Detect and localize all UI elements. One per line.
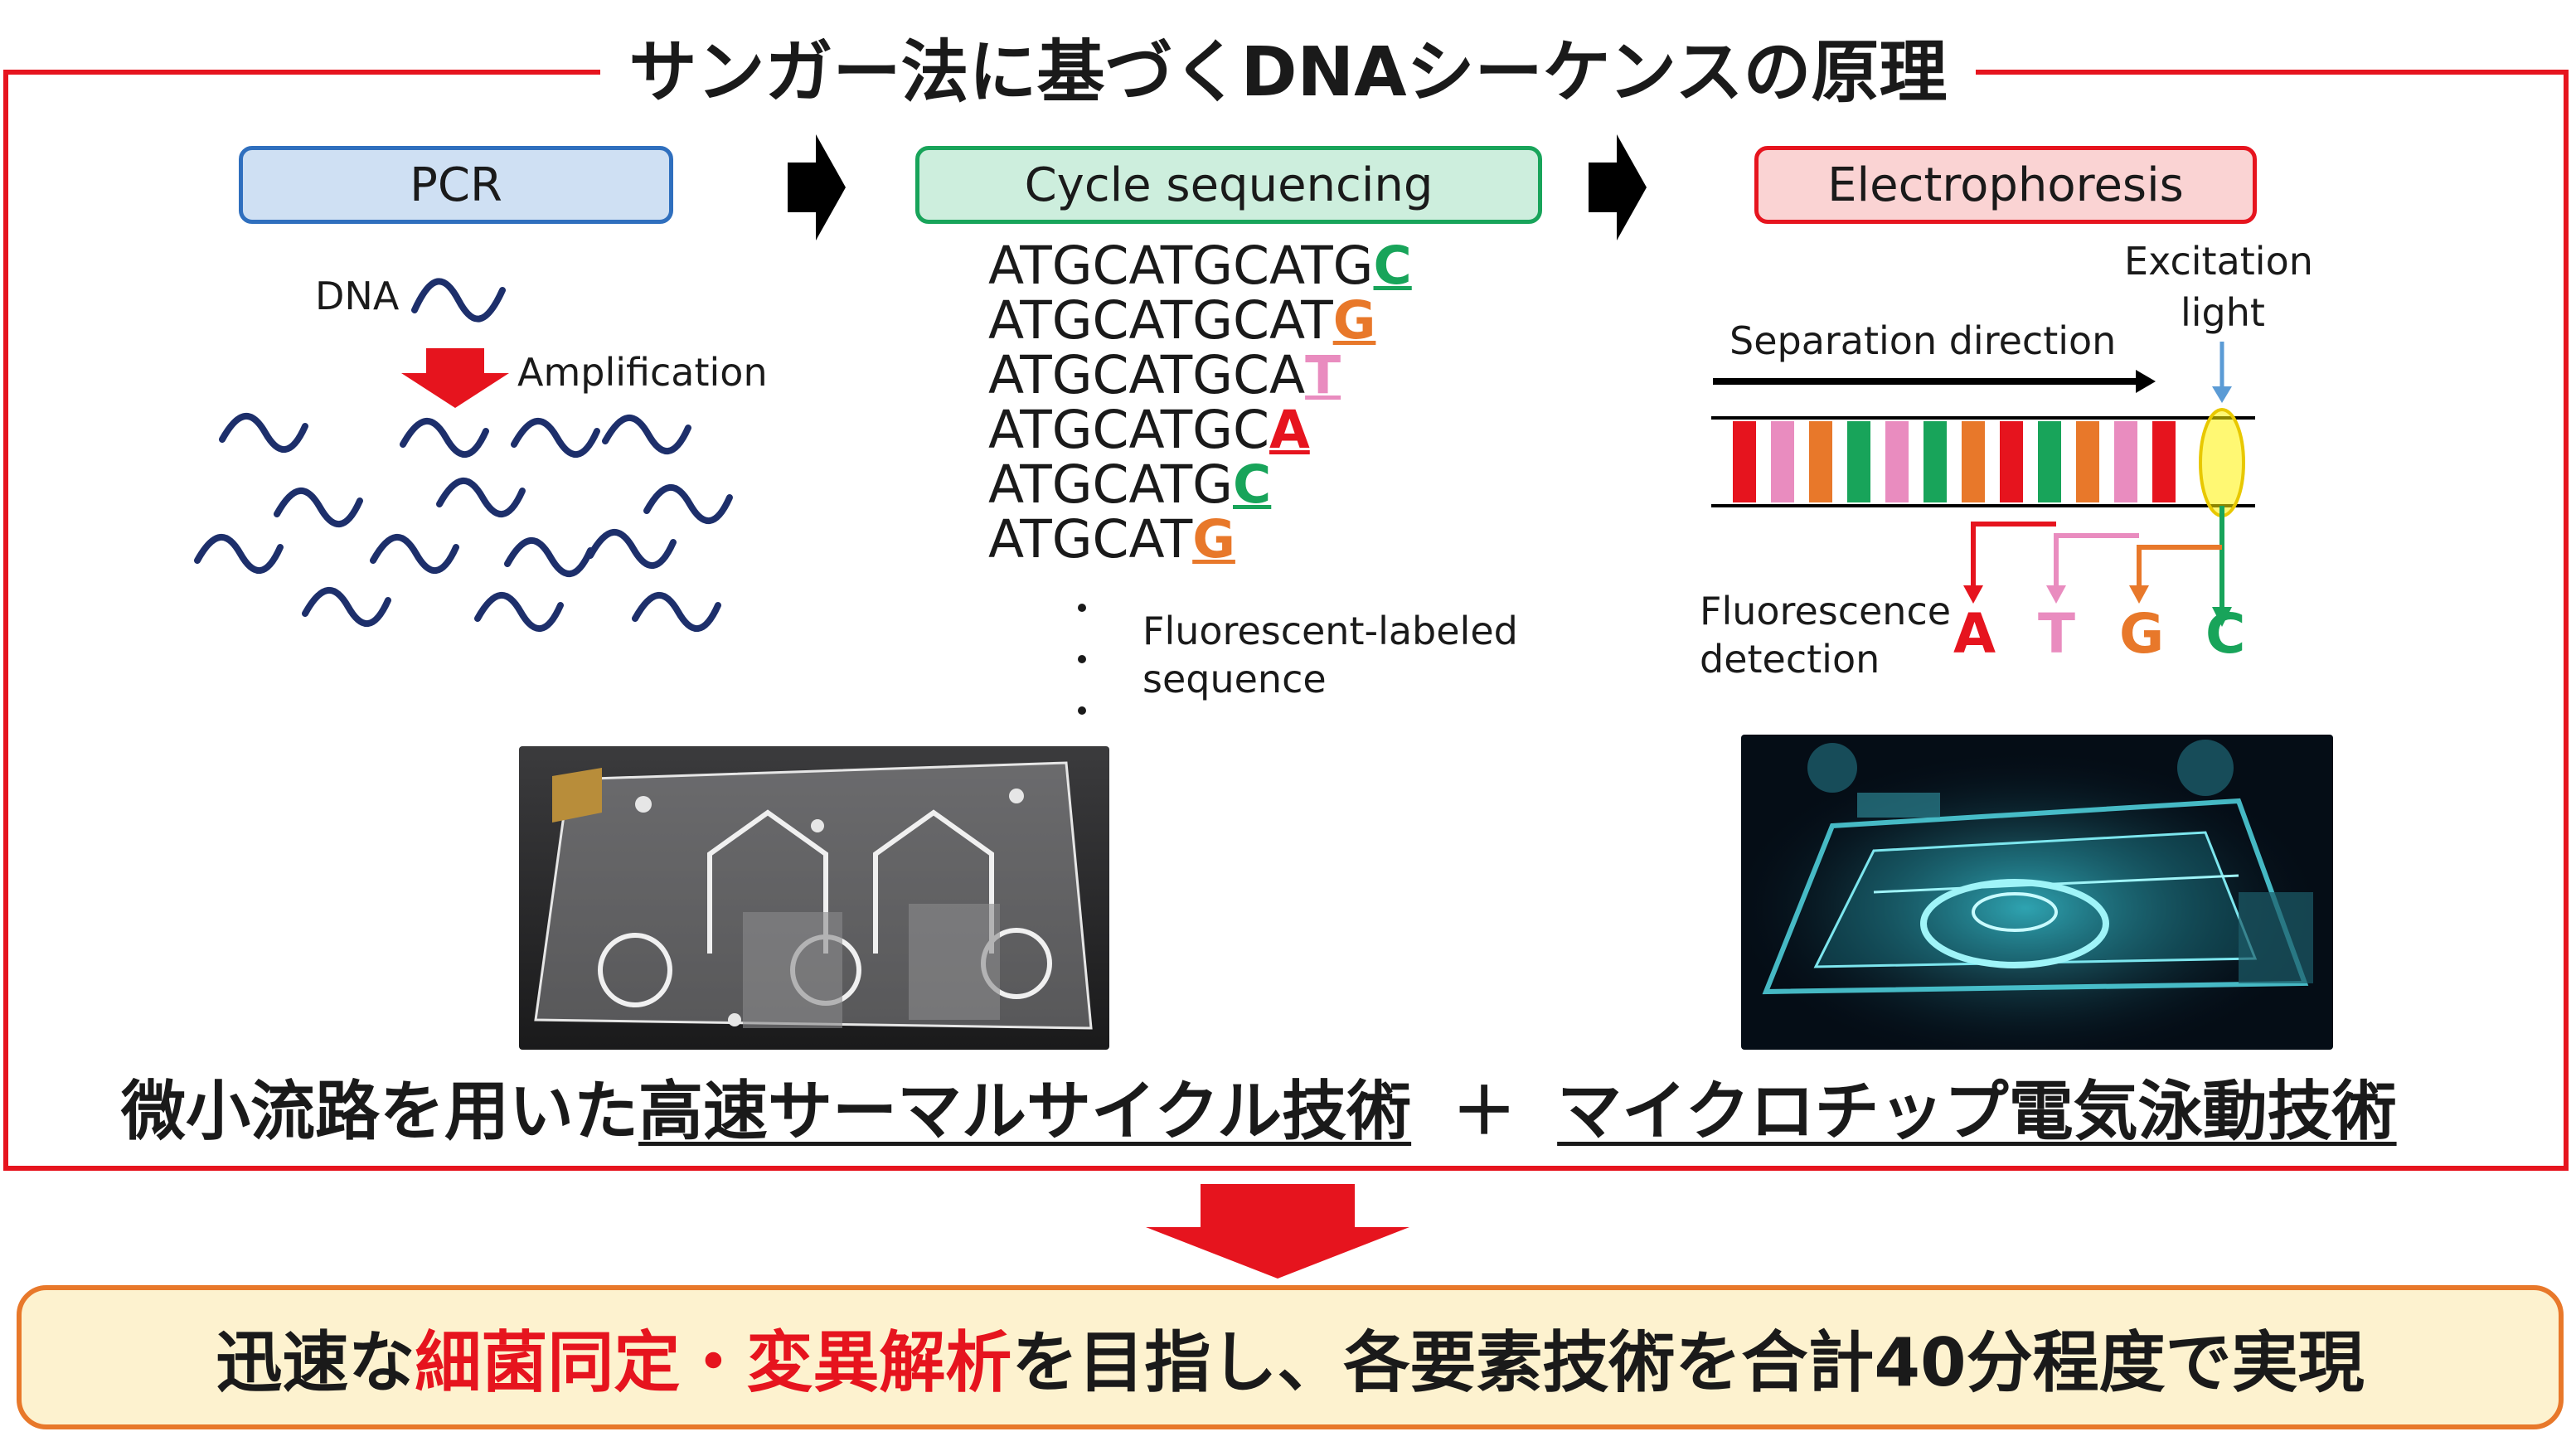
detected-base-a: A (1953, 602, 1996, 666)
dna-wave-icon (411, 278, 506, 323)
stage-cycle-sequencing: Cycle sequencing (915, 146, 1542, 224)
technology-lead: 微小流路を用いた (121, 1075, 639, 1149)
result-box: 迅速な細菌同定・変異解析を目指し、各要素技術を合計40分程度で実現 (17, 1285, 2564, 1429)
detected-base-g: G (2119, 602, 2165, 666)
page-title: サンガー法に基づくDNAシーケンスの原理 (0, 17, 2576, 115)
sequence-row: ATGCATG (988, 509, 1235, 570)
next-arrow-icon (788, 134, 846, 240)
separation-direction-label: Separation direction (1729, 318, 2117, 363)
stage-electrophoresis: Electrophoresis (1754, 146, 2257, 224)
result-text-tail: を目指し、各要素技術を合計40分程度で実現 (1011, 1324, 2365, 1401)
amplified-dna-icon (182, 398, 763, 663)
stage-pcr: PCR (239, 146, 673, 224)
sequence-list: ATGCATGCATGC ATGCATGCATG ATGCATGCAT ATGC… (988, 239, 1412, 567)
ellipsis-dot (1078, 604, 1086, 612)
result-text-lead: 迅速な (216, 1324, 415, 1401)
microchannel-chip-photo (519, 746, 1109, 1050)
plus-sign: ＋ (1452, 1075, 1517, 1149)
technology-thermal-cycle: 高速サーマルサイクル技術 (638, 1075, 1412, 1149)
sequence-row: ATGCATGCATGC (988, 235, 1412, 296)
sequence-row: ATGCATGC (988, 454, 1272, 515)
electrophoresis-diagram (1711, 342, 2255, 627)
excitation-label-line2: light (2181, 290, 2265, 335)
microchip-electrophoresis-photo (1741, 735, 2333, 1050)
detected-base-t: T (2038, 602, 2076, 666)
result-arrow-icon (1146, 1184, 1409, 1279)
sequence-row: ATGCATGCA (988, 400, 1310, 460)
technology-line: 微小流路を用いた高速サーマルサイクル技術 ＋ マイクロチップ電気泳動技術 (121, 1060, 2397, 1153)
fluorescence-detection-line1: Fluorescence (1700, 589, 1952, 633)
dna-label: DNA (315, 274, 400, 318)
fluorescent-note-line2: sequence (1142, 657, 1327, 701)
sequence-row: ATGCATGCAT (988, 345, 1341, 405)
amplification-arrow-icon (401, 348, 509, 408)
ellipsis-dot (1078, 706, 1086, 715)
fluorescence-detection-line2: detection (1700, 637, 1880, 682)
technology-electrophoresis: マイクロチップ電気泳動技術 (1557, 1075, 2397, 1149)
excitation-label-line1: Excitation (2124, 239, 2313, 284)
ellipsis-dot (1078, 655, 1086, 663)
result-highlight: 細菌同定・変異解析 (415, 1324, 1012, 1401)
sequence-row: ATGCATGCATG (988, 290, 1376, 351)
detected-base-c: C (2205, 602, 2246, 666)
next-arrow-icon (1589, 134, 1647, 240)
fluorescent-note-line1: Fluorescent-labeled (1142, 609, 1518, 653)
amplification-label: Amplification (517, 350, 768, 395)
